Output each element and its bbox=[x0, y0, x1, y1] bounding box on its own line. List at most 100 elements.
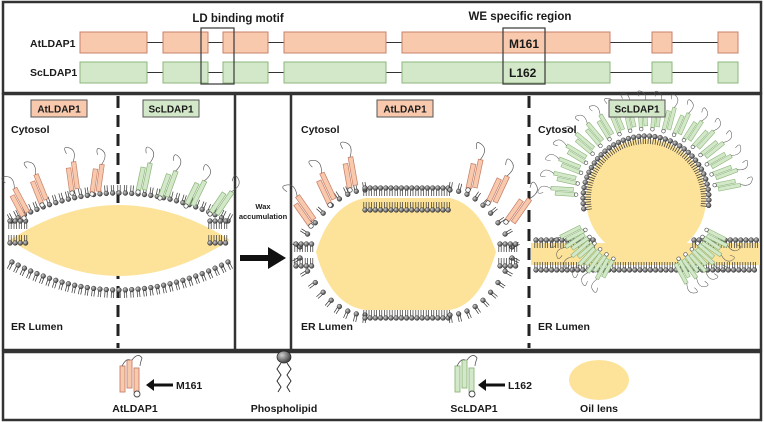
loop bbox=[581, 272, 589, 286]
residue-dot bbox=[639, 127, 644, 132]
phospholipid bbox=[507, 241, 514, 252]
lipid-head bbox=[17, 240, 24, 246]
lipid-head bbox=[502, 263, 508, 269]
phospholipid bbox=[697, 176, 709, 183]
lipid-head bbox=[23, 240, 29, 246]
phospholipid bbox=[51, 194, 59, 206]
phospholipid bbox=[309, 241, 315, 252]
lipid-head bbox=[693, 157, 699, 163]
lipid-head bbox=[414, 185, 420, 191]
lipid-head bbox=[681, 146, 687, 152]
phospholipid bbox=[12, 235, 18, 246]
lipid-head bbox=[495, 220, 501, 226]
loop bbox=[671, 93, 679, 108]
lipid-head bbox=[409, 315, 415, 321]
phospholipid bbox=[343, 308, 351, 320]
phospholipid bbox=[580, 195, 592, 201]
lipid-head bbox=[611, 142, 617, 148]
lipid-head bbox=[91, 285, 97, 292]
lipid-head bbox=[582, 179, 588, 185]
lipid-head bbox=[154, 283, 160, 290]
phospholipid bbox=[116, 185, 122, 196]
lipid-head bbox=[701, 171, 707, 177]
phospholipid bbox=[299, 268, 311, 277]
helix bbox=[681, 258, 699, 280]
lipid-head bbox=[488, 289, 494, 295]
phospholipid bbox=[186, 275, 194, 287]
phospholipid bbox=[383, 185, 389, 196]
lipid-head bbox=[167, 281, 173, 287]
lipid-head bbox=[533, 267, 539, 273]
scldap1-protein-left-1 bbox=[157, 154, 182, 201]
lipid-head bbox=[715, 267, 721, 273]
residue-dot bbox=[347, 187, 353, 193]
scldap1-protein-right bbox=[694, 241, 727, 271]
phospholipid bbox=[32, 201, 40, 212]
phospholipid bbox=[409, 185, 415, 196]
residue-dot bbox=[598, 143, 603, 148]
phospholipid bbox=[333, 303, 343, 315]
lipid-head bbox=[602, 148, 608, 154]
phospholipid bbox=[6, 259, 15, 270]
lipid-head bbox=[447, 312, 453, 318]
scldap1-protein-right bbox=[671, 99, 694, 137]
lipid-head bbox=[626, 267, 633, 273]
exon-at bbox=[162, 31, 209, 54]
lipid-head bbox=[59, 198, 65, 204]
lipid-head bbox=[559, 267, 565, 273]
helix bbox=[594, 257, 610, 281]
lipid-head bbox=[12, 218, 18, 224]
phospholipid bbox=[404, 202, 410, 213]
er-lumen-label-right: ER Lumen bbox=[538, 321, 590, 333]
helix bbox=[550, 185, 574, 192]
atldap1-protein-middle-5 bbox=[503, 181, 538, 225]
residue-dot bbox=[661, 129, 666, 134]
exon-sc bbox=[651, 61, 673, 84]
phospholipid bbox=[122, 287, 128, 298]
lipid-head bbox=[53, 200, 59, 206]
phospholipid bbox=[507, 258, 514, 269]
lipid-head bbox=[409, 207, 415, 213]
er-lumen-label-left: ER Lumen bbox=[11, 321, 63, 333]
atldap1-protein-left-2 bbox=[64, 147, 80, 196]
phospholipid bbox=[7, 235, 13, 246]
phospholipid bbox=[424, 310, 431, 321]
ld-motif-box bbox=[200, 27, 235, 85]
lipid-head bbox=[223, 240, 229, 246]
lipid-head bbox=[161, 282, 167, 288]
lipid-head bbox=[652, 267, 659, 273]
phospholipid bbox=[588, 164, 600, 173]
lipid-head bbox=[705, 186, 711, 192]
phospholipid bbox=[636, 133, 642, 145]
lipid-head bbox=[625, 135, 632, 142]
lipid-head bbox=[393, 185, 399, 191]
lipid-head bbox=[677, 143, 683, 149]
lipid-head bbox=[40, 273, 46, 279]
scldap1-protein-left-3 bbox=[207, 175, 240, 217]
lipid-head bbox=[706, 192, 712, 198]
residue-dot bbox=[690, 144, 695, 150]
phospholipid bbox=[435, 185, 441, 196]
phospholipid bbox=[430, 310, 436, 321]
phospholipid bbox=[378, 310, 384, 321]
lipid-head bbox=[34, 206, 40, 212]
phospholipid bbox=[388, 202, 394, 213]
phospholipid bbox=[584, 174, 595, 182]
loop bbox=[686, 99, 694, 114]
exon-at bbox=[79, 31, 148, 54]
phospholipid bbox=[173, 279, 181, 291]
phospholipid bbox=[606, 145, 616, 156]
lipid-head bbox=[581, 206, 587, 212]
tag-middle-atldap1: AtLDAP1 bbox=[383, 105, 427, 116]
phospholipid bbox=[398, 310, 405, 321]
scldap1-protein-right bbox=[688, 247, 719, 280]
lipid-head bbox=[173, 279, 180, 285]
loop bbox=[545, 154, 560, 161]
lipid-head bbox=[362, 185, 368, 191]
phospholipid bbox=[64, 191, 71, 202]
scldap1-protein-right bbox=[673, 256, 698, 294]
phospholipid bbox=[502, 258, 508, 269]
phospholipid bbox=[414, 310, 420, 321]
phospholipid bbox=[398, 185, 405, 196]
loop bbox=[571, 264, 580, 278]
